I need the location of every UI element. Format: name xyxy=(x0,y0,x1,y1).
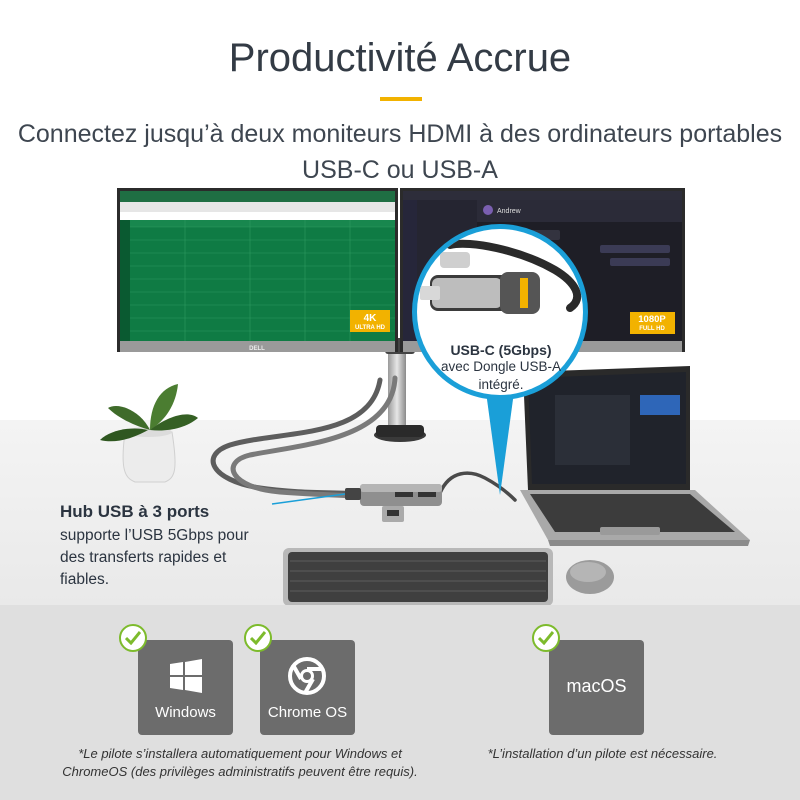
left-monitor-brand: DELL xyxy=(249,346,265,352)
footnote-macos: *L’installation d’un pilote est nécessai… xyxy=(487,746,718,761)
check-icon xyxy=(119,624,147,652)
badge-1080p: 1080P xyxy=(638,314,666,325)
os-label-macos: macOS xyxy=(566,676,627,696)
callout-title: USB-C (5Gbps) xyxy=(450,342,552,358)
callout-line-1: avec Dongle USB-A xyxy=(440,359,562,374)
page-title: Productivité Accrue xyxy=(228,36,572,80)
left-monitor: DELL 4K ULTRA HD xyxy=(117,188,398,352)
callout-line-2: intégré. xyxy=(478,377,524,392)
hub-pointer xyxy=(271,493,346,505)
check-icon xyxy=(532,624,560,652)
hub-description: supporte l’USB 5Gbps pour des transferts… xyxy=(60,527,249,588)
laptop xyxy=(520,366,750,546)
plant xyxy=(100,384,198,483)
os-tile-macos: macOS xyxy=(549,640,644,735)
keyboard xyxy=(283,548,553,605)
os-label-chromeos: Chrome OS xyxy=(267,704,348,721)
badge-ultra-hd: ULTRA HD xyxy=(355,325,386,331)
cables xyxy=(210,375,517,502)
callout-bubble xyxy=(412,224,588,495)
os-label-windows: Windows xyxy=(155,704,216,721)
windows-logo-icon xyxy=(170,659,202,693)
page-subtitle: Connectez jusqu’à deux moniteurs HDMI à … xyxy=(0,116,800,188)
dongle-image xyxy=(420,239,582,314)
os-tile-windows: Windows xyxy=(138,640,233,735)
check-icon xyxy=(244,624,272,652)
chrome-logo-icon xyxy=(288,657,326,695)
badge-full-hd: FULL HD xyxy=(639,326,665,332)
usb-hub xyxy=(345,484,442,522)
badge-4k: 4K xyxy=(364,313,378,324)
footnote-windows-chromeos: *Le pilote s’installera automatiquement … xyxy=(62,746,418,779)
subtitle-line-1: Connectez jusqu’à deux moniteurs HDMI à … xyxy=(17,120,783,148)
hub-title: Hub USB à 3 ports xyxy=(60,502,210,521)
product-scene: DELL 4K ULTRA HD Andrew 1080P FULL HD xyxy=(0,180,800,605)
subtitle-line-2: USB-C ou USB-A xyxy=(302,156,498,184)
chat-contact: Andrew xyxy=(497,208,522,215)
os-compatibility-band: Windows Chrome OS macOS *Le pilote s’ins… xyxy=(0,605,800,800)
callout-text: USB-C (5Gbps) avec Dongle USB-A intégré. xyxy=(416,342,586,394)
title-underline xyxy=(380,97,422,101)
os-tile-chromeos: Chrome OS xyxy=(260,640,355,735)
